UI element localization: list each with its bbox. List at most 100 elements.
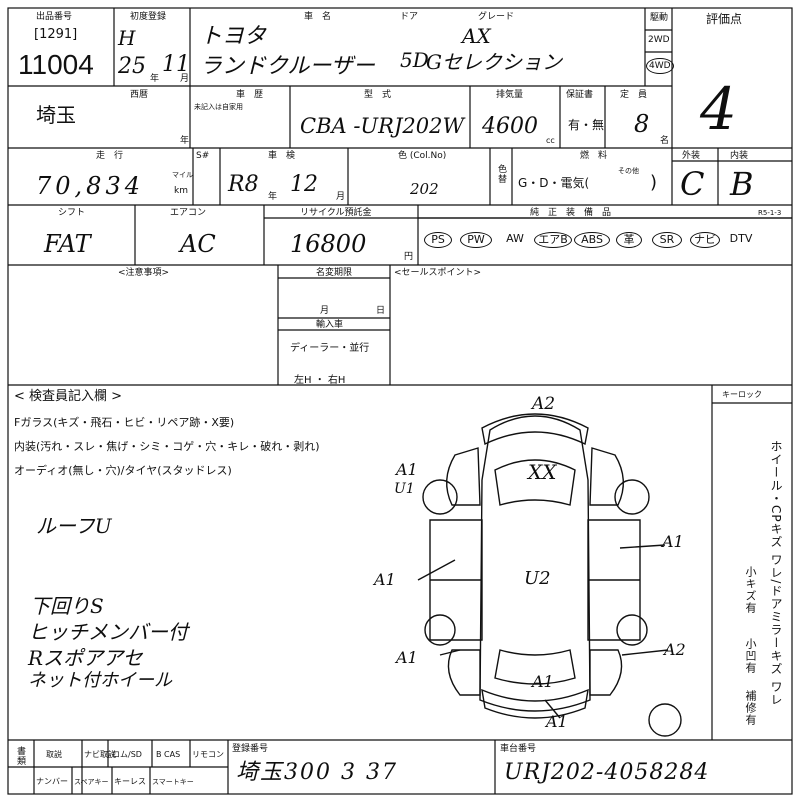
inspector-line1: Fガラス(キズ・飛石・ヒビ・リペア跡・X要) (14, 416, 235, 429)
equip-abs: ABS (574, 232, 610, 248)
plate-label: 登録番号 (232, 744, 269, 754)
vertical-sub1: 小キズ有 (744, 566, 757, 614)
type-label: 型 式 (364, 90, 392, 100)
reg-month-unit: 月 (180, 74, 190, 84)
equip-pw: PW (460, 232, 492, 248)
cc-value: 4600 (482, 114, 538, 139)
cc-label: 排気量 (496, 90, 524, 100)
color-value: 202 (410, 180, 439, 198)
car-diagram (417, 413, 682, 737)
vertical-tail: 補修有 (744, 690, 757, 726)
doc-rom-sd: ロム/SD (112, 750, 142, 759)
inspector-line3: オーディオ(無し・穴)/タイヤ(スタッドレス) (14, 464, 232, 477)
mile-unit: マイル (172, 171, 193, 179)
score-value: 4 (700, 75, 737, 143)
doc-smart-key: スマートキー (152, 778, 194, 786)
exterior-label: 外装 (682, 151, 701, 161)
car-name-label: 車 名 (304, 12, 332, 22)
seiseki-year-unit: 年 (180, 136, 190, 146)
mark-left-a1: A1 (374, 570, 396, 589)
capacity-unit: 名 (660, 136, 670, 146)
equip-dtv: DTV (729, 232, 753, 245)
doc-bcas: B CAS (156, 750, 181, 759)
inspect-month: 12 (290, 172, 318, 197)
history-note: 未記入は自家用 (194, 103, 243, 111)
note-4: ネット付ホイール (28, 670, 172, 691)
shift-value: FAT (44, 230, 91, 258)
mark-rr-a2: A2 (664, 640, 686, 659)
name-change-label: 名変期限 (316, 268, 353, 278)
hand-label: 左H ・ 右H (294, 375, 346, 386)
mark-fl-u1: U1 (394, 481, 415, 497)
chassis-value: URJ202-4058284 (504, 760, 710, 785)
ac-value: AC (180, 230, 216, 258)
warranty-value: 有・無 (568, 118, 605, 132)
inspect-era: R8 (228, 172, 259, 197)
import-label: 輸入車 (316, 320, 344, 330)
drive-4wd: 4WD (646, 58, 674, 74)
mark-rear-a1: A1 (532, 672, 554, 691)
warranty-label: 保証書 (566, 90, 594, 100)
equip-navi: ナビ (690, 232, 720, 248)
equipment-label: 純 正 装 備 品 (530, 208, 612, 218)
plate-value: 埼玉300 3 37 (236, 760, 398, 785)
interior-label: 内装 (730, 151, 749, 161)
car-maker: トヨタ (200, 24, 267, 49)
note-2: ヒッチメンバー付 (28, 620, 188, 644)
mark-bumper-a1: A1 (546, 712, 568, 731)
shift-label: シフト (58, 208, 86, 218)
fuel-label: 燃 料 (580, 151, 608, 161)
lot-label: 出品番号 (36, 12, 73, 22)
capacity-label: 定 員 (620, 90, 648, 100)
type-value: CBA -URJ202W (300, 114, 465, 138)
color-change-label: 色替 (496, 164, 506, 184)
note-3: Rスポアアセ (28, 646, 143, 670)
car-model: ランドクルーザー (200, 54, 375, 79)
region: 埼玉 (36, 103, 76, 127)
key-lock-label: キーロック (722, 390, 762, 399)
color-label: 色 (Col.No) (398, 151, 447, 161)
grade-label: グレード (478, 12, 515, 22)
fuel-other: その他 (618, 167, 639, 175)
equip-ps: PS (424, 232, 452, 248)
reg-year: 25 (118, 54, 146, 79)
equip-airbag: エアB (534, 232, 572, 248)
inspect-year-unit: 年 (268, 192, 278, 202)
km-unit: km (174, 186, 188, 196)
doc-number: ナンバー (36, 777, 68, 786)
doc-keyless: キーレス (114, 777, 146, 786)
grade-line2: Gセレクション (426, 50, 562, 74)
inspect-label: 車 検 (268, 151, 296, 161)
mileage-value: 70,834 (36, 172, 144, 200)
recycle-value: 16800 (290, 230, 367, 258)
sprefix-label: S# (196, 151, 210, 161)
capacity-value: 8 (634, 110, 650, 138)
door-value: 5D (400, 48, 429, 72)
ac-label: エアコン (170, 208, 207, 218)
mark-front-a2: A2 (532, 394, 556, 414)
reg-era: H (118, 26, 136, 50)
mark-windshield-xx: XX (528, 460, 557, 484)
nc-day-unit: 日 (376, 306, 386, 316)
doc-manual: 取説 (46, 750, 62, 759)
mark-right-a1: A1 (662, 532, 684, 551)
history-label: 車 歴 (236, 90, 264, 100)
equip-sunroof: SR (652, 232, 682, 248)
note-1: 下回りS (30, 594, 104, 618)
inspect-month-unit: 月 (336, 192, 346, 202)
interior-value: B (730, 165, 754, 203)
drive-2wd: 2WD (648, 35, 670, 45)
reg-year-unit: 年 (150, 74, 160, 84)
note-roof: ルーフU (36, 514, 112, 538)
grade-line1: AX (462, 24, 491, 48)
reg-month: 11 (162, 52, 190, 77)
yen-unit: 円 (404, 252, 414, 262)
equip-leather: 革 (616, 232, 642, 248)
chassis-label: 車台番号 (500, 744, 537, 754)
cc-unit: cc (546, 136, 555, 145)
doc-remote: リモコン (192, 750, 224, 759)
doc-spare-key: スペアキー (74, 778, 109, 786)
reg-label: 初度登録 (130, 12, 167, 22)
dealer-label: ディーラー・並行 (290, 343, 370, 354)
fuel-close: ) (650, 172, 658, 193)
